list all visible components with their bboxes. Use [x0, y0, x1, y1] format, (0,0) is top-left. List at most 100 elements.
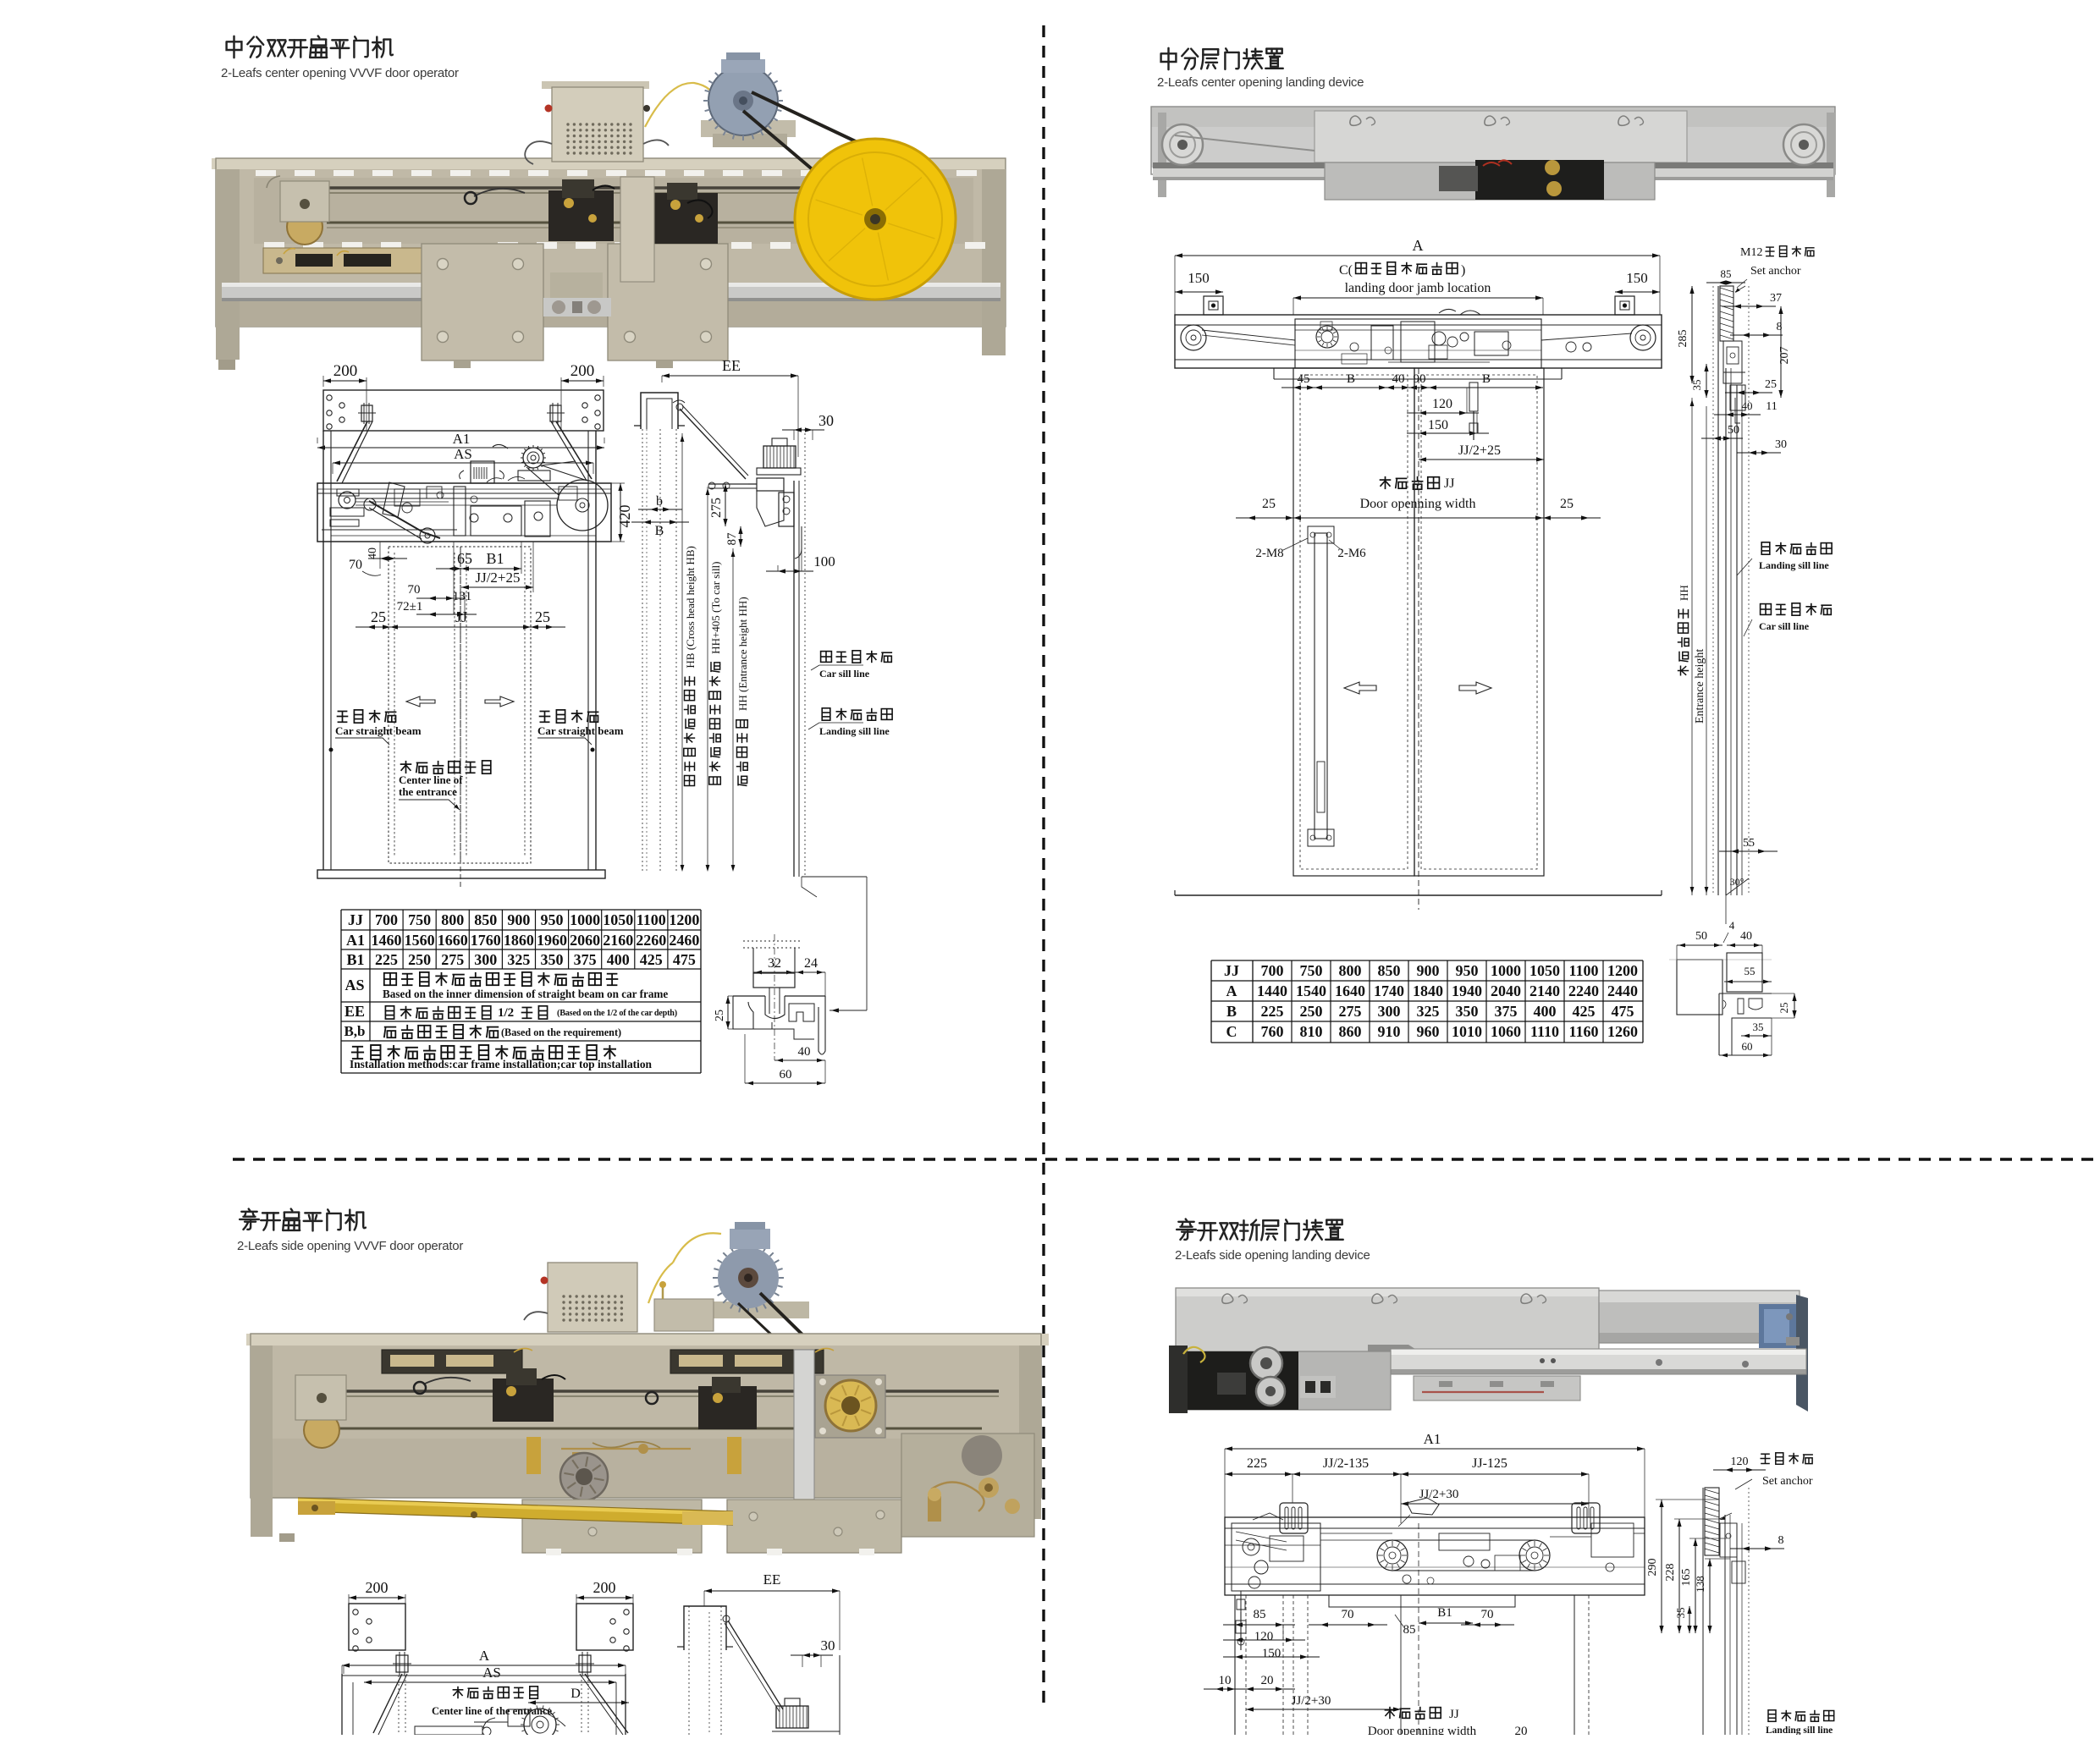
svg-text:1460: 1460	[372, 932, 402, 949]
svg-text:30: 30	[1775, 438, 1787, 451]
svg-text:M12: M12	[1740, 246, 1762, 259]
svg-text:25: 25	[535, 608, 550, 625]
svg-text:1000: 1000	[1491, 962, 1521, 979]
svg-text:25: 25	[371, 608, 386, 625]
svg-text:EE: EE	[344, 1003, 365, 1020]
svg-text:1960: 1960	[537, 932, 567, 949]
svg-text:1050: 1050	[1530, 962, 1560, 979]
svg-text:30: 30	[819, 412, 834, 429]
svg-text:B1: B1	[1437, 1606, 1452, 1620]
svg-text:8: 8	[1777, 321, 1783, 333]
svg-text:960: 960	[1417, 1023, 1440, 1040]
svg-text:50: 50	[1728, 424, 1739, 437]
svg-text:65: 65	[457, 550, 472, 567]
svg-text:2260: 2260	[636, 932, 666, 949]
svg-text:1740: 1740	[1374, 982, 1404, 999]
svg-text:(Based on the requirement): (Based on the requirement)	[501, 1026, 621, 1038]
svg-text:55: 55	[1744, 965, 1756, 977]
svg-text:25: 25	[1765, 378, 1777, 391]
svg-text:A: A	[1413, 237, 1424, 254]
svg-text:1160: 1160	[1568, 1023, 1598, 1040]
svg-text:475: 475	[673, 951, 696, 968]
svg-text:2-M6: 2-M6	[1337, 547, 1366, 560]
svg-text:40: 40	[1742, 399, 1753, 412]
svg-text:1200: 1200	[1607, 962, 1638, 979]
svg-text:JJ/2+30: JJ/2+30	[1292, 1694, 1331, 1708]
svg-text:HH+405 (To car sill): HH+405 (To car sill)	[709, 561, 722, 653]
svg-text:425: 425	[640, 951, 663, 968]
svg-text:B1: B1	[346, 951, 364, 968]
svg-text:1840: 1840	[1413, 982, 1443, 999]
svg-text:325: 325	[1417, 1003, 1440, 1020]
svg-text:JJ: JJ	[1449, 1708, 1459, 1721]
svg-text:HB (Cross head height HB): HB (Cross head height HB)	[684, 546, 697, 668]
svg-text:207: 207	[1778, 347, 1791, 365]
svg-text:B,b: B,b	[344, 1023, 365, 1039]
svg-text:400: 400	[1534, 1003, 1557, 1020]
svg-text:1050: 1050	[603, 911, 633, 928]
svg-text:1260: 1260	[1607, 1023, 1638, 1040]
svg-text:300: 300	[1378, 1003, 1401, 1020]
svg-text:HH: HH	[1678, 585, 1690, 601]
svg-text:200: 200	[366, 1579, 389, 1596]
svg-text:Set anchor: Set anchor	[1762, 1475, 1813, 1488]
svg-text:1060: 1060	[1491, 1023, 1521, 1040]
svg-text:40: 40	[798, 1045, 811, 1059]
svg-text:225: 225	[1247, 1456, 1267, 1471]
svg-text:AS: AS	[344, 977, 364, 993]
svg-text:37: 37	[1770, 292, 1782, 305]
svg-text:EE: EE	[722, 357, 741, 374]
svg-text:150: 150	[1428, 418, 1448, 432]
svg-text:120: 120	[1254, 1630, 1274, 1643]
svg-text:700: 700	[1261, 962, 1284, 979]
svg-text:285: 285	[1677, 330, 1689, 348]
svg-text:20: 20	[1515, 1725, 1528, 1735]
svg-text:800: 800	[1339, 962, 1362, 979]
svg-text:72±1: 72±1	[397, 600, 423, 614]
svg-text:30: 30	[821, 1637, 835, 1654]
svg-text:(Based on the 1/2 of the car d: (Based on the 1/2 of the car depth)	[557, 1009, 677, 1018]
svg-text:1110: 1110	[1530, 1023, 1559, 1040]
svg-text:70: 70	[408, 583, 421, 597]
svg-text:750: 750	[1300, 962, 1323, 979]
svg-text:1660: 1660	[438, 932, 468, 949]
svg-text:JJ-125: JJ-125	[1472, 1456, 1507, 1471]
svg-text:375: 375	[574, 951, 597, 968]
svg-text:35: 35	[1753, 1021, 1764, 1033]
svg-text:2140: 2140	[1530, 982, 1560, 999]
svg-text:Car sill line: Car sill line	[819, 668, 870, 680]
svg-text:85: 85	[1254, 1608, 1266, 1621]
svg-text:10: 10	[1219, 1674, 1232, 1687]
svg-text:900: 900	[1417, 962, 1440, 979]
svg-text:2060: 2060	[570, 932, 600, 949]
svg-text:225: 225	[375, 951, 398, 968]
svg-text:1/2: 1/2	[498, 1006, 514, 1020]
svg-text:D: D	[570, 1687, 581, 1701]
svg-text:EE: EE	[763, 1571, 781, 1588]
svg-text:A1: A1	[453, 431, 471, 447]
svg-text:Landing sill line: Landing sill line	[1759, 559, 1829, 571]
svg-text:Based on the inner dimension o: Based on the inner dimension of straight…	[383, 988, 668, 1000]
svg-text:400: 400	[607, 951, 630, 968]
svg-text:2040: 2040	[1491, 982, 1521, 999]
svg-text:275: 275	[709, 498, 724, 518]
svg-text:1440: 1440	[1257, 982, 1287, 999]
svg-text:HH (Entrance height HH): HH (Entrance height HH)	[736, 597, 749, 711]
svg-text:2460: 2460	[669, 932, 699, 949]
svg-text:b: b	[656, 494, 663, 509]
svg-text:200: 200	[333, 362, 358, 380]
svg-text:JJ: JJ	[348, 911, 363, 928]
svg-text:4: 4	[1729, 919, 1735, 932]
svg-text:35: 35	[1690, 380, 1703, 391]
svg-text:11: 11	[1766, 400, 1777, 413]
svg-text:290: 290	[1646, 1559, 1659, 1577]
svg-text:850: 850	[1378, 962, 1401, 979]
svg-text:A: A	[1226, 982, 1237, 999]
svg-text:25: 25	[714, 1010, 726, 1021]
svg-text:JJ/2+25: JJ/2+25	[1458, 443, 1501, 458]
svg-text:70: 70	[349, 558, 362, 572]
svg-text:1640: 1640	[1335, 982, 1365, 999]
svg-text:AS: AS	[454, 446, 472, 462]
svg-text:420: 420	[616, 505, 633, 528]
svg-text:300: 300	[474, 951, 497, 968]
